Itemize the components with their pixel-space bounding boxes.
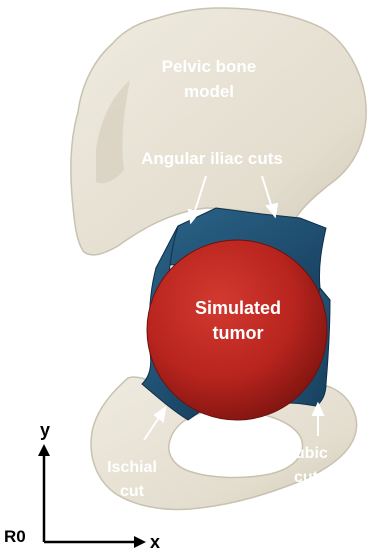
y-axis-label: y	[40, 420, 50, 440]
bone-label-line2: model	[184, 82, 234, 101]
y-axis-arrowhead	[38, 444, 50, 456]
origin-label: R0	[4, 527, 26, 546]
x-axis-arrowhead	[134, 536, 146, 548]
ischial-cut-label-line1: Ischial	[107, 459, 157, 476]
iliac-cuts-label: Angular iliac cuts	[141, 149, 283, 168]
tumor-label-line2: tumor	[213, 323, 264, 343]
x-axis-label: x	[150, 532, 160, 550]
ischial-cut-label-line2: cut	[120, 483, 145, 500]
tumor-label-line1: Simulated	[195, 298, 281, 318]
pubic-cut-label-line2: cut	[294, 469, 319, 486]
pubic-cut-label-line1: Pubic	[284, 445, 328, 462]
bone-label-line1: Pelvic bone	[162, 57, 256, 76]
